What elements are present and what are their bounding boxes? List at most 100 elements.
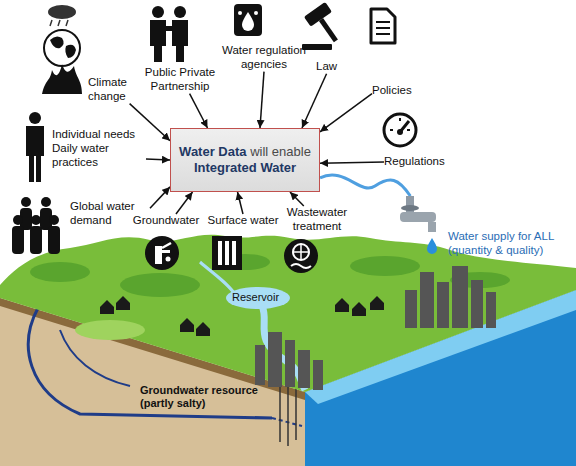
climate-icon-part [50,36,64,48]
earth-block-part [287,384,289,446]
groundwater-icon-part [145,236,179,270]
arrow-connector [260,72,264,128]
surface-water-icon [212,236,242,270]
factor-label: Policies [372,84,412,98]
partnership-icon-part [150,20,166,62]
city-buildings-part [420,272,434,328]
river-reservoir-part [226,287,290,309]
wastewater-icon [284,239,318,273]
green-hills-part [30,262,90,282]
houses-part [335,298,349,312]
policy-icon-part [376,27,390,29]
factor-label: Regulations [384,155,445,169]
partnership-icon-part [152,6,164,18]
crowd-icon-part [30,226,42,254]
crowd-icon-part [21,197,31,207]
green-hills [0,235,576,392]
climate-icon [42,5,82,94]
partnership-icon-part [172,20,188,62]
partnership-icon [150,6,188,62]
source-label: Groundwater [133,214,199,228]
crowd-icon-part [31,215,41,225]
reservoir-label: Reservoir [232,291,279,304]
tap-icon-part [401,205,419,211]
gauge-icon-part [390,129,393,131]
water-supply-node: Water supply for ALL (quantity & quality… [398,196,574,262]
climate-icon-part [42,64,82,94]
aquifer-label: Groundwater resource (partly salty) [140,384,274,410]
houses-part [116,296,130,310]
factor-label: Individual needs Daily water practices [52,128,146,169]
agency-icon-part [242,12,254,31]
agency-icon-part [238,11,242,15]
green-hills-part [120,273,200,297]
text-word: will [250,144,268,159]
gavel-icon-part-part [304,2,332,27]
factor-label: Climate change [88,76,140,104]
surface-water-icon-part [218,241,222,265]
source-label: Surface water [208,214,279,228]
text-word: enable [272,144,311,159]
agency-icon-part [254,11,258,15]
node-text: Individual needs Daily water practices [52,128,146,169]
gauge-icon-part [384,114,416,146]
text-word: Data [218,144,246,159]
node-text: Policies [372,84,412,98]
groundwater-icon-part [155,246,162,264]
gauge-icon-part [407,129,410,131]
partnership-icon-part [164,26,174,31]
person-icon [26,112,44,182]
city-buildings-part [471,280,483,328]
arrow-connector [146,158,170,160]
wastewater-icon-part [291,264,311,268]
policy-icon [371,9,395,43]
gauge-icon-part [399,118,401,121]
climate-icon-part [65,45,76,58]
surface-water-icon-part [225,241,229,265]
gauge-icon [384,114,416,146]
houses-part [100,300,114,314]
node-text: Water Data will enable Integrated Water [179,144,311,177]
node-text: Law [316,60,337,74]
gavel-icon-part [304,2,347,48]
policy-icon-part [376,33,390,35]
crowd-icon-part [48,226,60,254]
houses-part [352,302,366,316]
city-buildings-part [313,360,323,390]
factor-label: Public Private Partnership [140,66,220,94]
gavel-icon-part-part [319,18,338,42]
city-buildings-part [255,345,265,385]
crowd-icon [12,197,60,254]
groundwater-icon-part [162,250,170,253]
policy-icon-part [376,21,390,23]
node-text: Surface water [208,214,279,228]
node-text: Regulations [384,155,445,169]
node-text: Groundwater [133,214,199,228]
person-icon-part [26,126,44,182]
city-buildings-part [405,290,417,328]
factor-label: Law [316,60,337,74]
crowd-icon-part [41,197,51,207]
green-hills-part [75,320,145,340]
arrow-connector [290,192,304,206]
policy-icon-part [371,9,395,43]
text-word: Integrated [194,160,257,175]
crowd-icon-part [49,215,59,225]
tap-icon-part [427,238,437,254]
arrow-connector [320,94,372,132]
city-buildings-part [486,292,496,328]
climate-icon-part [50,20,52,26]
arrow-connector [238,192,243,214]
groundwater-icon-part [162,243,171,248]
surface-water-icon-part [212,236,242,270]
city-buildings-part [285,340,295,387]
text-word: Water [260,160,296,175]
river-reservoir [200,262,305,390]
tap-icon [398,196,446,262]
climate-icon-part [58,20,60,26]
agency-icon-part [234,4,262,36]
climate-icon-part [48,5,76,19]
earth-block-part [279,380,281,442]
city-buildings [255,266,496,390]
